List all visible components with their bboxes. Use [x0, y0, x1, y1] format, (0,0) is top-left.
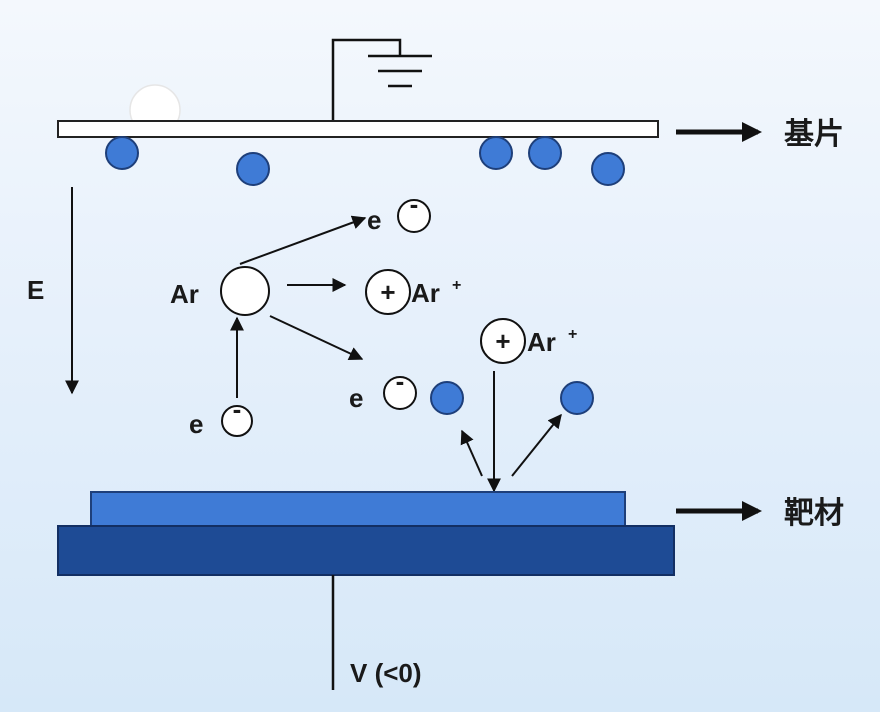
deposited-atom [591, 152, 625, 186]
electron-bottom [383, 376, 417, 410]
argon-atom [220, 266, 270, 316]
deposited-atom [105, 136, 139, 170]
target-label: 靶材 [784, 497, 844, 530]
argon-ion-label-2: Ar [527, 327, 556, 357]
ground-icon [331, 38, 432, 121]
sputtered-atom [560, 381, 594, 415]
minus-sign: - [396, 366, 405, 396]
ion-charge-1: + [452, 277, 461, 294]
deposited-atom [528, 136, 562, 170]
electron-label-bottom: e [349, 383, 363, 413]
target-layer [90, 491, 626, 527]
argon-ion-2 [480, 318, 526, 364]
electron-label-top: e [367, 205, 381, 235]
sputter-arrow-right [511, 413, 562, 477]
argon-ion-label-1: Ar [411, 278, 440, 308]
arrow-to-electron-top [239, 215, 367, 265]
ion-charge-2: + [568, 326, 577, 343]
plus-sign: + [495, 326, 510, 356]
field-label: E [27, 275, 44, 305]
argon-ion-1 [365, 269, 411, 315]
deposited-atom [479, 136, 513, 170]
electron-top [397, 199, 431, 233]
arrow-to-electron-bottom [269, 315, 364, 361]
substrate-plate [57, 120, 659, 138]
voltage-label: V (<0) [350, 658, 422, 688]
target-base [57, 525, 675, 576]
minus-sign: - [233, 394, 242, 424]
substrate-label: 基片 [784, 118, 844, 151]
plus-sign: + [380, 277, 395, 307]
electron-incoming [221, 405, 253, 437]
electron-label-incoming: e [189, 409, 203, 439]
sputter-arrow-left [460, 429, 483, 477]
deposited-atom [236, 152, 270, 186]
deposited-atoms [105, 136, 625, 186]
argon-label: Ar [170, 279, 199, 309]
minus-sign: - [410, 189, 419, 219]
sputtered-atom [430, 381, 464, 415]
